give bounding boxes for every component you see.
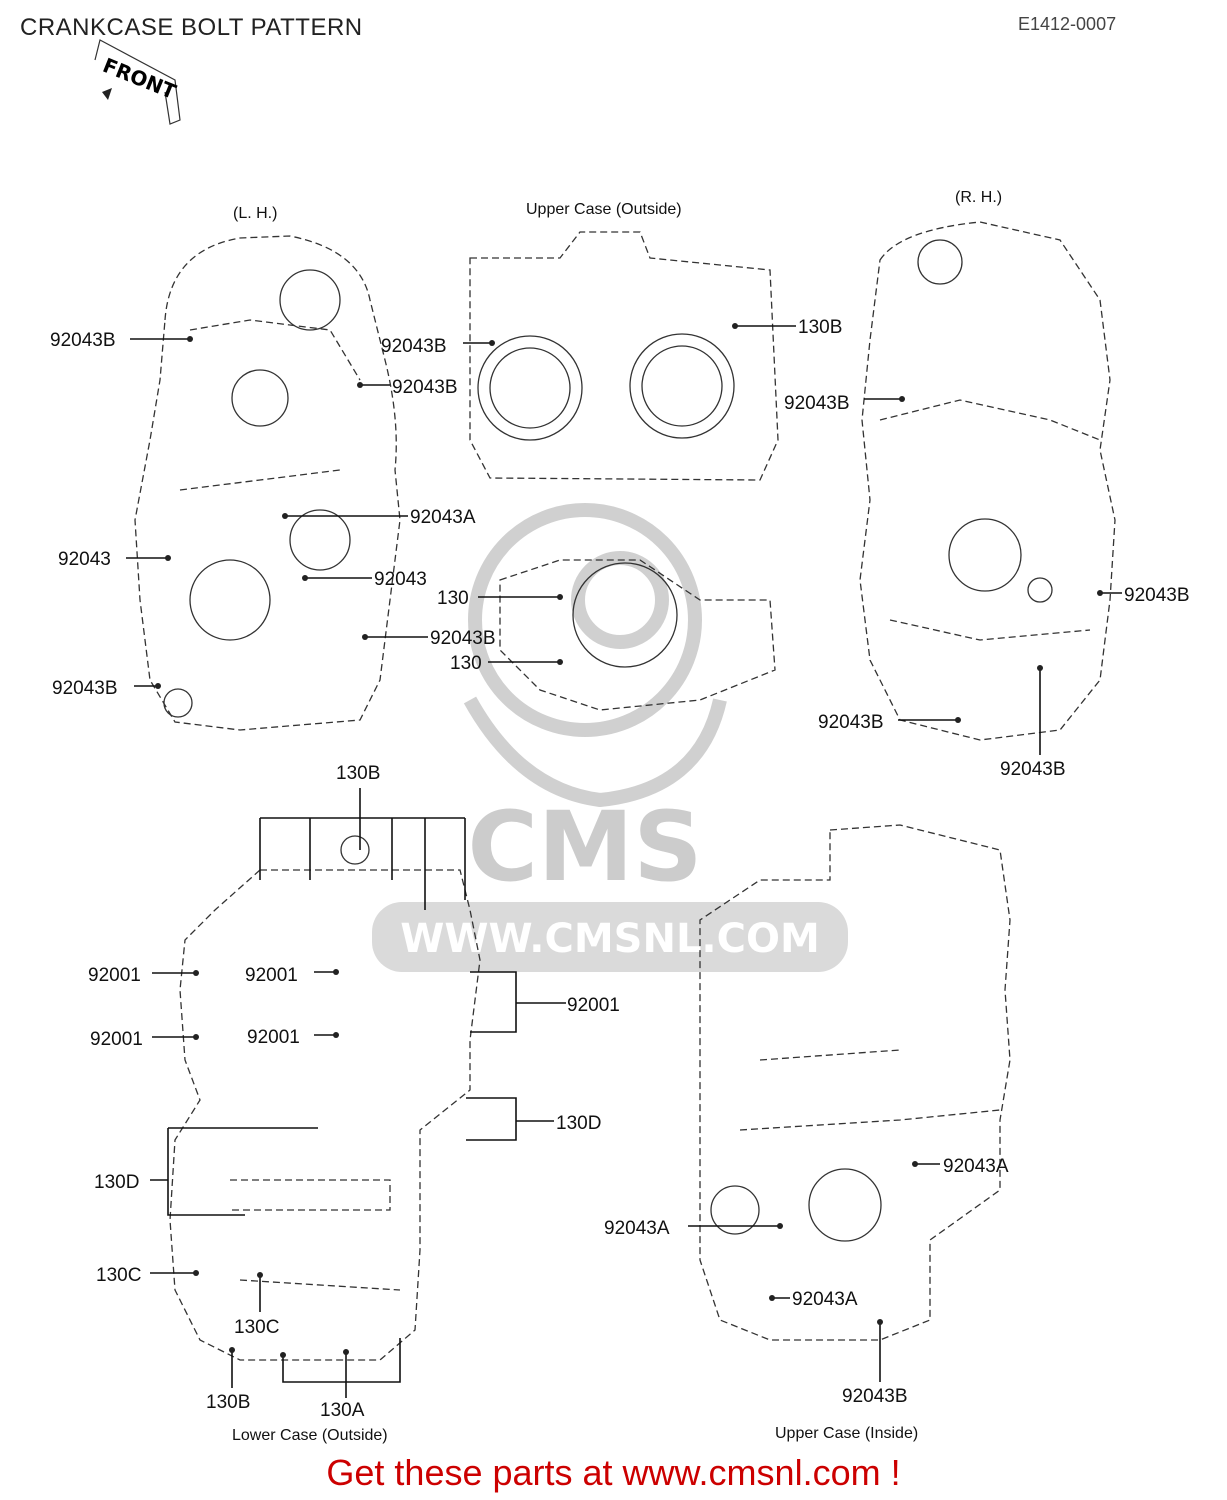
watermark: CMS WWW.CMSNL.COM: [372, 503, 848, 972]
leader-lines: [126, 325, 1122, 1398]
watermark-url: WWW.CMSNL.COM: [400, 916, 820, 962]
view-right-hand: [859, 221, 1116, 741]
callout-92001: 92001: [247, 1027, 300, 1048]
callout-130a: 130A: [320, 1400, 365, 1421]
cta-link[interactable]: Get these parts at www.cmsnl.com !: [326, 1452, 901, 1493]
callout-130c: 130C: [234, 1317, 279, 1338]
view-label-lower-outside: Lower Case (Outside): [232, 1427, 388, 1444]
front-arrow-icon: [102, 88, 112, 100]
view-lower-case-outside: [169, 835, 481, 1361]
bolt-markers: [155, 323, 1103, 1358]
drawing-code: E1412-0007: [1018, 14, 1117, 34]
view-label-lh: (L. H.): [233, 205, 277, 222]
callout-92043b: 92043B: [1124, 585, 1190, 606]
page-title: CRANKCASE BOLT PATTERN: [20, 14, 363, 41]
callout-92043: 92043: [58, 549, 111, 570]
callout-92043b: 92043B: [430, 628, 496, 649]
callout-92043b: 92043B: [784, 393, 850, 414]
watermark-brand: CMS: [467, 791, 702, 903]
callout-130: 130: [437, 588, 469, 609]
watermark-helmet-outline: [468, 503, 702, 737]
view-upper-case-inside: [699, 824, 1011, 1341]
callout-92043a: 92043A: [792, 1289, 858, 1310]
callout-130d: 130D: [556, 1113, 601, 1134]
view-label-upper-outside: Upper Case (Outside): [526, 201, 682, 218]
callout-130b: 130B: [336, 763, 380, 784]
callout-130b: 130B: [798, 317, 842, 338]
callout-92043b: 92043B: [52, 678, 118, 699]
watermark-helmet-chin: [463, 696, 727, 808]
callout-130: 130: [450, 653, 482, 674]
callout-92043a: 92043A: [943, 1156, 1009, 1177]
callout-92043b: 92043B: [1000, 759, 1066, 780]
view-left-hand: [134, 235, 401, 731]
callout-92043b: 92043B: [392, 377, 458, 398]
callout-92043b: 92043B: [842, 1386, 908, 1407]
callout-92001: 92001: [567, 995, 620, 1016]
callout-92043b: 92043B: [381, 336, 447, 357]
callout-92001: 92001: [245, 965, 298, 986]
front-direction-tag: FRONT: [94, 39, 181, 125]
callout-130d: 130D: [94, 1172, 139, 1193]
view-middle-small-case: [499, 559, 776, 711]
callout-130c: 130C: [96, 1265, 141, 1286]
callout-labels: 92043B 92043B 92043B 130B 92043B 92043A …: [50, 317, 1190, 1421]
watermark-banner: [372, 902, 848, 972]
view-upper-case-outside: [469, 231, 779, 481]
view-label-rh: (R. H.): [955, 189, 1002, 206]
watermark-helmet-visor: [571, 551, 669, 649]
callout-92043b: 92043B: [50, 330, 116, 351]
callout-92043: 92043: [374, 569, 427, 590]
callout-130b: 130B: [206, 1392, 250, 1413]
callout-92001: 92001: [88, 965, 141, 986]
callout-92043b: 92043B: [818, 712, 884, 733]
callout-92043a: 92043A: [604, 1218, 670, 1239]
view-label-upper-inside: Upper Case (Inside): [775, 1425, 918, 1442]
callout-92043a: 92043A: [410, 507, 476, 528]
callout-92001: 92001: [90, 1029, 143, 1050]
